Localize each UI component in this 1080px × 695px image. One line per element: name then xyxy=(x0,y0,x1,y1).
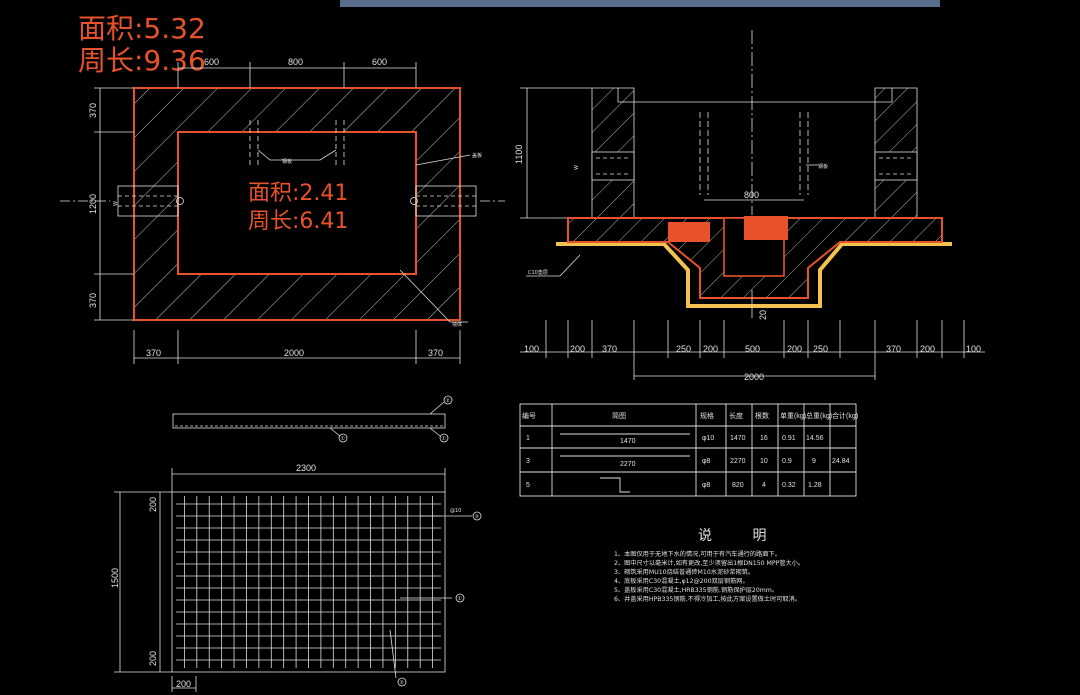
notes-title: 说 明 xyxy=(698,528,784,544)
tbl-r2-unit: 0.9 xyxy=(782,458,792,465)
section-dim-11: 100 xyxy=(966,344,981,354)
section-dim-1: 100 xyxy=(524,344,539,354)
tbl-sum: 24.84 xyxy=(832,458,850,465)
tbl-r1-shape: 1470 xyxy=(620,438,636,445)
elev-marker-mid: ① xyxy=(341,436,346,442)
rebar-table: 编号 简图 规格 长度 根数 单重(kg) 总重(kg) 合计(kg) 1 14… xyxy=(519,403,858,497)
slab-marker-1: ① xyxy=(458,596,463,602)
plan-top-dim-2: 800 xyxy=(288,57,303,67)
section-mark-w: W xyxy=(574,165,580,170)
section-dim-7: 200 xyxy=(787,344,802,354)
tbl-h-count: 根数 xyxy=(755,411,769,420)
tbl-r1-no: 1 xyxy=(526,435,530,442)
tbl-r3-spec: φ8 xyxy=(702,482,711,489)
plan-callout-left: 钢板 xyxy=(282,158,292,165)
section-dim-4: 250 xyxy=(676,344,691,354)
section-callout-right: 钢板 xyxy=(818,163,828,170)
slab-marker-3: ③ xyxy=(475,514,479,520)
plan-callout-right: 盖板 xyxy=(472,152,482,159)
notes-line-2: 2、图中尺寸以毫米计,如有更改,至少须留出1根DN150 MPP管大小。 xyxy=(614,559,804,567)
notes-block: 说 明 1、本图仅用于无地下水的情况,可用于有汽车通行的路面下。 2、图中尺寸以… xyxy=(614,528,804,603)
plan-view: 面积:5.32 周长:9.36 面积:2.41 周长:6.41 xyxy=(60,12,505,364)
plan-callout-bottom: 墙体 xyxy=(452,321,462,328)
tbl-r2-total: 9 xyxy=(812,458,816,465)
elev-marker-right: ① xyxy=(442,436,447,442)
tbl-r3-no: 5 xyxy=(526,482,530,489)
plan-top-dim-3: 600 xyxy=(372,57,387,67)
plan-top-dim-1: 600 xyxy=(204,57,219,67)
tbl-r3-count: 4 xyxy=(762,482,766,489)
tbl-h-unit: 单重(kg) xyxy=(780,411,806,420)
plan-left-dim-1: 370 xyxy=(88,103,98,118)
tbl-h-len: 长度 xyxy=(729,411,743,420)
section-total-dim: 2000 xyxy=(744,372,764,382)
notes-line-1: 1、本图仅用于无地下水的情况,可用于有汽车通行的路面下。 xyxy=(614,550,781,558)
plan-perimeter-label: 周长:9.36 xyxy=(78,44,206,77)
tbl-r2-shape: 2270 xyxy=(620,461,636,468)
elev-marker-top: ② xyxy=(446,398,451,404)
tbl-r2-no: 3 xyxy=(526,458,530,465)
slab-bar-label: @10 xyxy=(450,508,461,514)
notes-line-6: 6、井盖采用HPB335钢筋,不得冷加工,按此方案设置做土时可取消。 xyxy=(614,595,801,603)
tbl-r3-unit: 0.32 xyxy=(782,482,796,489)
plan-inner-outline xyxy=(177,131,417,275)
tbl-h-no: 编号 xyxy=(522,411,536,420)
tbl-h-sum: 合计(kg) xyxy=(832,411,858,420)
slab-height-dim: 1500 xyxy=(110,568,120,588)
section-bottom-dim: 20 xyxy=(758,310,768,320)
slab-marker-2: ② xyxy=(400,680,405,686)
notes-line-5: 5、盖板采用C30混凝土,HRB335钢筋,钢筋保护层20mm。 xyxy=(614,586,778,594)
slab-width-dim: 2300 xyxy=(296,463,316,473)
plan-wall-hatch xyxy=(134,88,460,320)
plan-bottom-dim-1: 370 xyxy=(146,348,161,358)
tbl-r1-total: 14.56 xyxy=(806,435,824,442)
plan-side-mark: W xyxy=(113,201,119,206)
slab-elevation xyxy=(172,395,453,443)
tbl-r1-count: 16 xyxy=(760,435,768,442)
section-dim-10: 200 xyxy=(920,344,935,354)
tbl-h-shape: 简图 xyxy=(612,411,626,420)
section-dim-2: 200 xyxy=(570,344,585,354)
plan-inner-area-label: 面积:2.41 xyxy=(248,181,348,206)
tbl-r2-len: 2270 xyxy=(730,458,746,465)
tbl-r1-len: 1470 xyxy=(730,435,746,442)
slab-plan: 2300 1500 200 200 200 @10 ② ① ① ① ③ ② xyxy=(110,398,482,692)
tbl-r2-count: 10 xyxy=(760,458,768,465)
section-bottom-dims: 100 200 370 250 200 500 200 250 370 200 … xyxy=(524,344,981,354)
tbl-r3-total: 1.28 xyxy=(808,482,822,489)
tbl-r1-unit: 0.91 xyxy=(782,435,796,442)
section-dim-6: 500 xyxy=(745,344,760,354)
plan-bottom-dim-2: 2000 xyxy=(284,348,304,358)
section-cushion xyxy=(556,242,952,308)
section-dim-5: 200 xyxy=(703,344,718,354)
plan-left-dim-2: 1200 xyxy=(88,194,98,214)
section-callout-left: C10垫层 xyxy=(528,269,548,276)
plan-inner-perimeter-label: 周长:6.41 xyxy=(248,209,348,234)
plan-area-label: 面积:5.32 xyxy=(78,12,206,45)
plan-outer-outline xyxy=(133,87,461,321)
plan-bottom-dim-3: 370 xyxy=(428,348,443,358)
top-bar xyxy=(340,0,940,7)
slab-edge-dim-2: 200 xyxy=(148,651,158,666)
tbl-r1-spec: φ10 xyxy=(702,435,714,442)
notes-line-4: 4、底板采用C30混凝土,φ12@200双层钢筋网。 xyxy=(614,577,749,585)
section-height-dim: 1100 xyxy=(514,145,524,164)
section-inner-dim: 800 xyxy=(744,190,759,200)
notes-line-3: 3、砌筑采用MU10烧结普通砖M10水泥砂浆砌筑。 xyxy=(614,568,754,576)
section-view: 1100 800 20 钢板 C10垫层 W 100 200 370 250 2… xyxy=(514,30,985,382)
tbl-h-total: 总重(kg) xyxy=(806,411,832,420)
tbl-r3-len: 820 xyxy=(732,482,744,489)
section-dim-9: 370 xyxy=(886,344,901,354)
plan-left-dim-3: 370 xyxy=(88,293,98,308)
slab-edge-dim-1: 200 xyxy=(148,497,158,512)
slab-edge-dim-3: 200 xyxy=(176,679,191,689)
tbl-h-spec: 规格 xyxy=(700,411,714,420)
section-dim-8: 250 xyxy=(813,344,828,354)
tbl-r2-spec: φ8 xyxy=(702,458,711,465)
section-dim-3: 370 xyxy=(602,344,617,354)
